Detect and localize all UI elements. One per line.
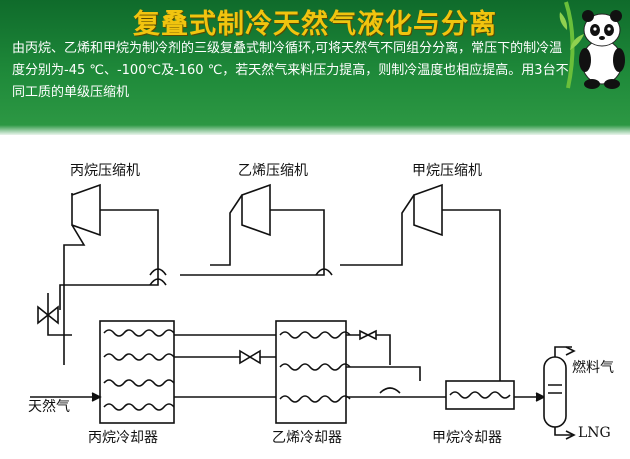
cascade-refrigeration-diagram: 丙烷压缩机 乙烯压缩机 甲烷压缩机 天然气 丙烷冷却器 乙烯冷却器 甲烷冷却器 … xyxy=(28,163,614,446)
natural-gas-label: 天然气 xyxy=(28,398,70,415)
methane-compressor-label: 甲烷压缩机 xyxy=(412,163,482,179)
propane-compressor xyxy=(71,183,101,237)
slide-description: 由丙烷、乙烯和甲烷为制冷剂的三级复叠式制冷循环,可将天然气不同组分分离，常压下的… xyxy=(12,41,569,100)
panda-bamboo-icon xyxy=(559,1,625,89)
ethylene-cooler-label: 乙烯冷却器 xyxy=(272,430,342,446)
ethylene-compressor xyxy=(241,183,271,237)
slide-header: 复叠式制冷天然气液化与分离 由丙烷、乙烯和甲烷为制冷剂的三级复叠式制冷循环,可将… xyxy=(0,0,630,135)
propane-compressor-label: 丙烷压缩机 xyxy=(70,163,140,179)
fuel-gas-label: 燃料气 xyxy=(572,359,614,376)
slide-title: 复叠式制冷天然气液化与分离 xyxy=(133,9,497,40)
ethylene-compressor-label: 乙烯压缩机 xyxy=(238,163,308,179)
methane-compressor xyxy=(413,183,443,237)
lng-label: LNG xyxy=(578,425,611,441)
methane-cooler-label: 甲烷冷却器 xyxy=(432,430,502,446)
separator-vessel xyxy=(543,356,567,428)
propane-cooler-label: 丙烷冷却器 xyxy=(88,430,158,446)
